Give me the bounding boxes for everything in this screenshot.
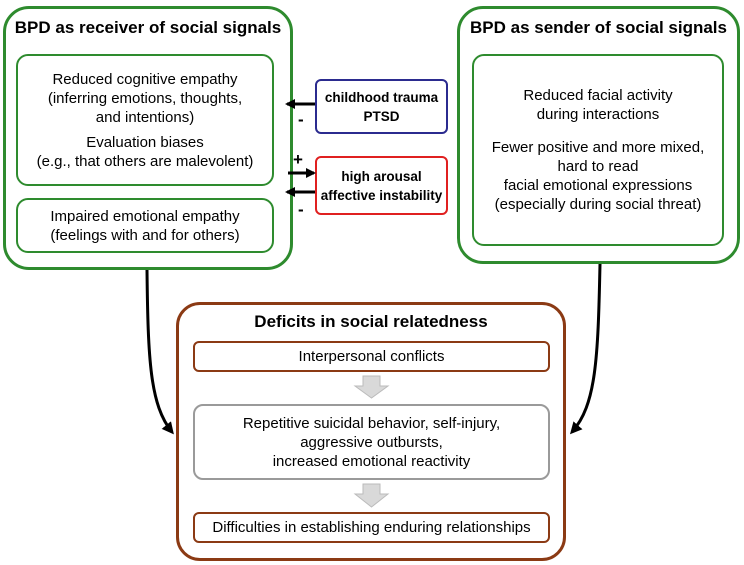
- facial-expressions-line-4: (especially during social threat): [494, 196, 702, 213]
- evaluation-biases-line-1: Evaluation biases: [86, 133, 204, 151]
- trauma-line-1: childhood trauma: [324, 89, 439, 105]
- facial-expressions-text: Fewer positive and more mixed, hard to r…: [492, 138, 705, 214]
- arousal-box: high arousal affective instability: [315, 156, 448, 215]
- gray-down-arrow-2: [353, 483, 390, 508]
- cognitive-empathy-line-2: (inferring emotions, thoughts,: [47, 89, 243, 107]
- trauma-line-2: PTSD: [363, 108, 400, 124]
- gray-down-arrow-1: [353, 375, 390, 399]
- suicidal-behavior-line-2: aggressive outbursts,: [300, 433, 443, 451]
- plus-sign-arousal: +: [293, 150, 303, 169]
- facial-expressions-line-2: hard to read: [557, 158, 639, 175]
- suicidal-behavior-line-3: increased emotional reactivity: [272, 452, 471, 470]
- suicidal-behavior-box: Repetitive suicidal behavior, self-injur…: [193, 404, 550, 480]
- minus-sign-trauma: -: [298, 110, 304, 129]
- sender-inner-box: Reduced facial activity during interacti…: [472, 54, 724, 246]
- facial-activity-text: Reduced facial activity during interacti…: [523, 86, 672, 124]
- emotional-empathy-text: Impaired emotional empathy (feelings wit…: [50, 207, 239, 245]
- facial-expressions-line-1: Fewer positive and more mixed,: [491, 139, 705, 156]
- emotional-empathy-line-1: Impaired emotional empathy: [50, 207, 240, 225]
- receiver-to-deficits-arrow: [145, 269, 174, 435]
- evaluation-biases-text: Evaluation biases (e.g., that others are…: [37, 133, 254, 171]
- deficits-title: Deficits in social relatedness: [254, 312, 488, 331]
- arousal-line-2: affective instability: [320, 187, 443, 203]
- cognitive-empathy-line-1: Reduced cognitive empathy: [52, 70, 238, 88]
- facial-activity-line-2: during interactions: [536, 106, 660, 123]
- emotional-empathy-line-2: (feelings with and for others): [50, 226, 240, 244]
- sender-to-deficits-arrow: [570, 263, 602, 435]
- minus-sign-arousal: -: [298, 200, 304, 219]
- interpersonal-conflicts-text: Interpersonal conflicts: [298, 348, 445, 365]
- cognitive-empathy-box: Reduced cognitive empathy (inferring emo…: [16, 54, 274, 186]
- cognitive-empathy-line-3: and intentions): [95, 108, 195, 126]
- enduring-relationships-text: Difficulties in establishing enduring re…: [212, 519, 531, 536]
- cognitive-empathy-text: Reduced cognitive empathy (inferring emo…: [48, 70, 242, 127]
- emotional-empathy-box: Impaired emotional empathy (feelings wit…: [16, 198, 274, 253]
- evaluation-biases-line-2: (e.g., that others are malevolent): [36, 152, 254, 170]
- facial-activity-line-1: Reduced facial activity: [523, 87, 673, 104]
- suicidal-behavior-text: Repetitive suicidal behavior, self-injur…: [243, 414, 500, 471]
- sender-title: BPD as sender of social signals: [470, 18, 727, 37]
- facial-expressions-line-3: facial emotional expressions: [503, 177, 693, 194]
- arousal-line-1: high arousal: [341, 168, 422, 184]
- suicidal-behavior-line-1: Repetitive suicidal behavior, self-injur…: [242, 414, 501, 432]
- interpersonal-conflicts-box: Interpersonal conflicts: [193, 341, 550, 372]
- enduring-relationships-box: Difficulties in establishing enduring re…: [193, 512, 550, 543]
- receiver-title: BPD as receiver of social signals: [14, 18, 282, 37]
- trauma-box: childhood trauma PTSD: [315, 79, 448, 134]
